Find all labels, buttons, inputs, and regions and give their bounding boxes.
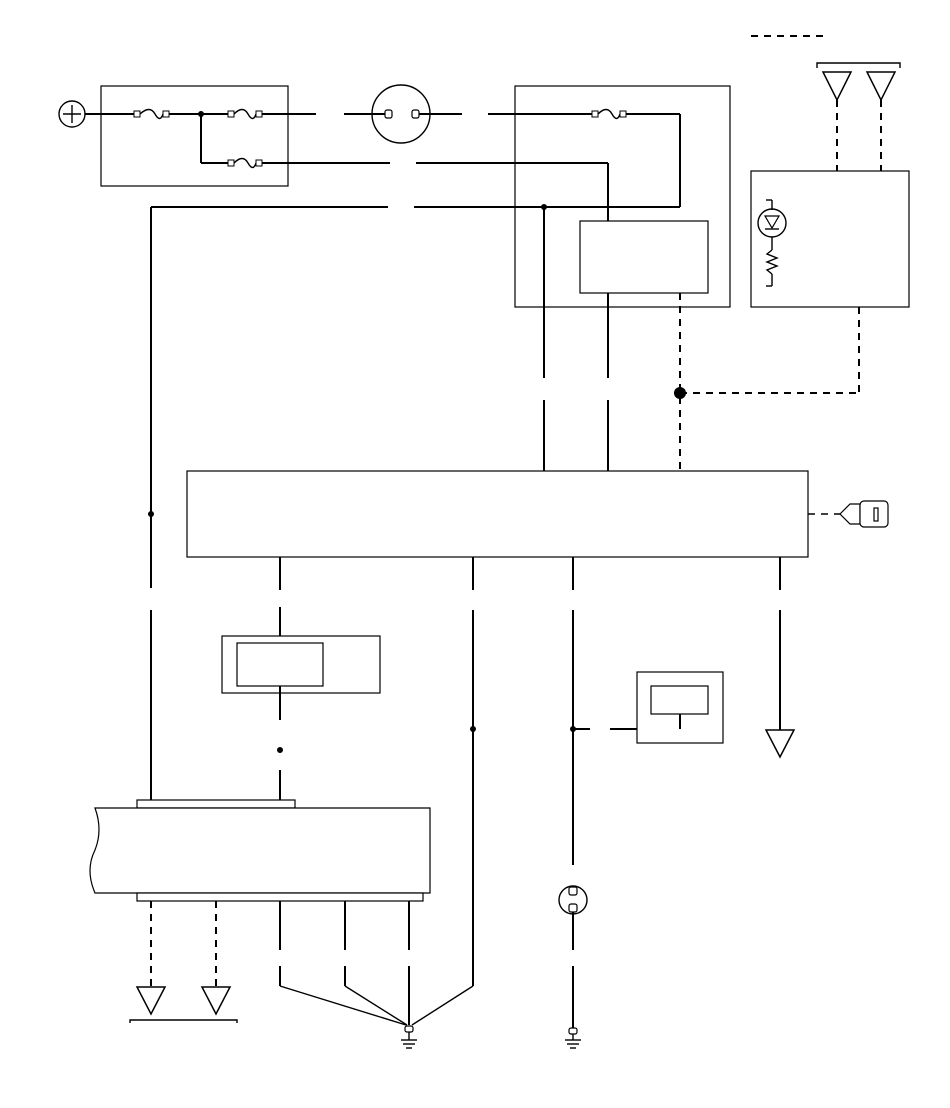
ground-triangle-icon: [764, 729, 796, 759]
fuse-icon: [133, 108, 170, 120]
indicator-unit: [750, 170, 910, 308]
fuse-icon: [591, 108, 627, 120]
ground-icon: [565, 1027, 581, 1049]
harness-block: [89, 807, 431, 894]
key-icon: [839, 500, 889, 528]
antenna-triangle-icon: [865, 71, 897, 102]
harness-bottom-tab: [136, 892, 424, 902]
harness-top-tab: [136, 799, 296, 809]
fuse-icon: [227, 108, 263, 120]
ground-icon: [401, 1025, 417, 1049]
fuse-box: [100, 85, 289, 187]
control-module: [186, 470, 809, 558]
inline-module-inner: [236, 642, 324, 687]
sensor-module-inner: [650, 685, 709, 715]
antenna-triangle-icon: [200, 986, 232, 1016]
fuse-icon: [227, 157, 263, 169]
battery-positive-icon: [58, 100, 86, 128]
antenna-triangle-icon: [135, 986, 167, 1016]
antenna-triangle-icon: [821, 71, 853, 102]
resistor-icon: [765, 249, 779, 287]
connector-icon: [558, 885, 588, 915]
relay-inner-box: [579, 220, 709, 294]
connector-circle: [344, 84, 462, 144]
led-icon: [757, 199, 787, 250]
